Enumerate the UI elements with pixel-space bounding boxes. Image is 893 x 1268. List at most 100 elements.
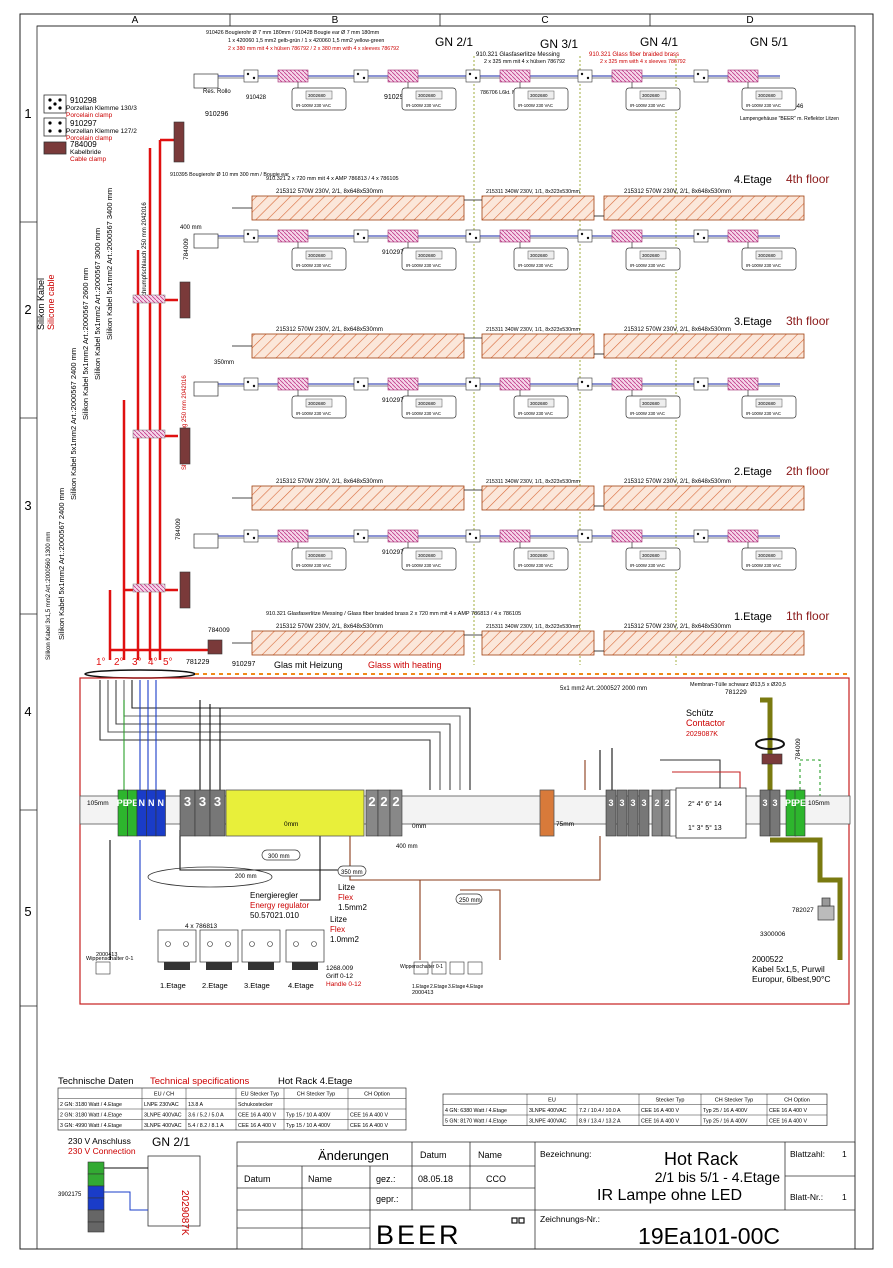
clamp-dot — [246, 532, 250, 536]
clamp-910297-label: 910297 — [382, 397, 404, 404]
legend-code-2: 910297 — [70, 119, 97, 128]
glasfaser-note-1b: 2 x 325 mm mit 4 x hülsen 786792 — [484, 59, 565, 65]
porcelain-clamp — [465, 377, 481, 391]
legend-label-1: Porzellan Klemme 130/3 — [66, 105, 137, 112]
aenderungen-label: Änderungen — [318, 1148, 389, 1163]
terminal-label: 3 — [772, 798, 777, 808]
lamp-spec: IR-100W 230 VAC — [406, 103, 441, 108]
cable-out-code: 2000522 — [752, 955, 784, 964]
clamp-dot — [246, 232, 250, 236]
legend-label-en-2: Porcelain clamp — [66, 135, 113, 142]
heat-number-2: 2° — [114, 657, 124, 668]
regulator-knob — [206, 962, 232, 970]
floor-switch-label: 3.Etage — [448, 984, 465, 990]
floor-switch-3: 3.Etage — [448, 961, 465, 990]
clamp-dot — [474, 536, 478, 540]
ir-lamp-bulb — [755, 90, 783, 100]
terminal-label: 3 — [199, 794, 206, 809]
datum-col-header: Datum — [420, 1150, 447, 1160]
lamp-spec: IR-100W 230 VAC — [518, 411, 553, 416]
terminal-label: 3 — [184, 794, 191, 809]
table-cell: CEE 16 A 400 V — [350, 1113, 388, 1119]
floor-switch-body — [467, 961, 483, 975]
floor-terminal — [193, 233, 219, 249]
lamp-code: 3002680 — [530, 401, 548, 406]
clamp-dot — [586, 536, 590, 540]
regulator-body — [199, 929, 239, 963]
lamp-code: 3002680 — [758, 553, 776, 558]
table-header: EU / CH — [154, 1092, 174, 1098]
lamp-spec: IR-100W 230 VAC — [746, 411, 781, 416]
grid-row-5: 5 — [24, 904, 31, 919]
glasfaser-note-2b: 2 x 325 mm with 4 x sleeves 786792 — [600, 59, 686, 65]
table-cell: 4 GN: 6380 Watt / 4.Etage — [445, 1108, 507, 1114]
lamp-code: 3002680 — [418, 553, 436, 558]
dim-350-control: 350 mm — [341, 870, 363, 876]
litze-2-en: Flex — [330, 925, 345, 934]
clamp-dot — [468, 232, 472, 236]
heating-connector — [84, 669, 850, 679]
clamp-dot — [356, 72, 360, 76]
litze-1-size: 1.5mm2 — [338, 903, 367, 912]
table-cell: CEE 16 A 400 V — [238, 1123, 276, 1129]
nut-label: 786706 L6kt. M4x16 A2 — [480, 90, 536, 96]
gez-date: 08.05.18 — [418, 1174, 453, 1184]
floor-label-en: 2th floor — [786, 464, 829, 478]
terminal-label: 3 — [608, 798, 613, 808]
table-cell: CEE 16 A 400 V — [350, 1123, 388, 1129]
lamp-code: 3002680 — [642, 553, 660, 558]
heater-right — [603, 333, 805, 359]
ir-lamp-bulb — [639, 250, 667, 260]
gn-separators — [473, 56, 677, 665]
lamp-code: 3002680 — [308, 93, 326, 98]
lamp-spec: IR-100W 230 VAC — [296, 263, 331, 268]
blattzahl-label: Blattzahl: — [790, 1149, 825, 1159]
sleeve — [611, 229, 643, 243]
lamp-spec: IR-100W 230 VAC — [630, 563, 665, 568]
lamp-spec: IR-100W 230 VAC — [518, 103, 553, 108]
heater-left — [251, 485, 465, 511]
glass-heating-de: Glas mit Heizung — [274, 660, 343, 670]
sleeve — [611, 529, 643, 543]
sleeve — [387, 229, 419, 243]
lamp-code: 3002680 — [642, 93, 660, 98]
terminal-block — [769, 789, 781, 837]
floor-label-de: 4.Etage — [734, 174, 772, 186]
contactor-pins-bottom: 1° 3° 5° 13 — [688, 824, 722, 832]
regulator-3: 3.Etage — [241, 929, 281, 990]
clamp-dot — [362, 76, 366, 80]
sleeve — [387, 69, 419, 83]
grid-row-2: 2 — [24, 302, 31, 317]
heating-code: 781229 — [186, 659, 209, 666]
clamp-dot — [474, 384, 478, 388]
heater-mid-label: 215311 340W 230V, 1/1, 8x323x530mm — [486, 327, 581, 333]
sleeve — [499, 529, 531, 543]
lamp-spec: IR-100W 230 VAC — [518, 563, 553, 568]
legend-label-2: Porzellan Klemme 127/2 — [66, 128, 137, 135]
ir-lamp-bulb — [639, 550, 667, 560]
porcelain-clamp — [577, 69, 593, 83]
clamp-dot — [702, 76, 706, 80]
table-cell: LNPE 230VAC — [144, 1102, 179, 1108]
clamp-784009-label-2: 784009 — [175, 518, 182, 540]
table-cell: Typ 25 / 16 A 400V — [703, 1119, 748, 1125]
regler-en: Energy regulator — [250, 901, 309, 910]
dim-350-label: 350mm — [214, 360, 234, 366]
floor-switch-2: 2.Etage — [430, 961, 447, 990]
porcelain-clamp — [243, 529, 259, 543]
legend-label-en-1: Porcelain clamp — [66, 112, 113, 119]
terminal-label: 3 — [630, 798, 635, 808]
clamp-dot — [586, 236, 590, 240]
terminal-label: N — [158, 798, 165, 808]
table-cell: Schukostecker — [238, 1102, 273, 1108]
heater-mid — [481, 333, 595, 359]
table-cell: 3LNPE 400VAC — [529, 1108, 567, 1114]
regulator-2: 2.Etage — [199, 929, 239, 990]
clamp-dot — [252, 536, 256, 540]
glasfaser-note-2: 910.321 Glass fiber braided brass — [589, 52, 679, 58]
dim-300-tag — [261, 849, 301, 861]
